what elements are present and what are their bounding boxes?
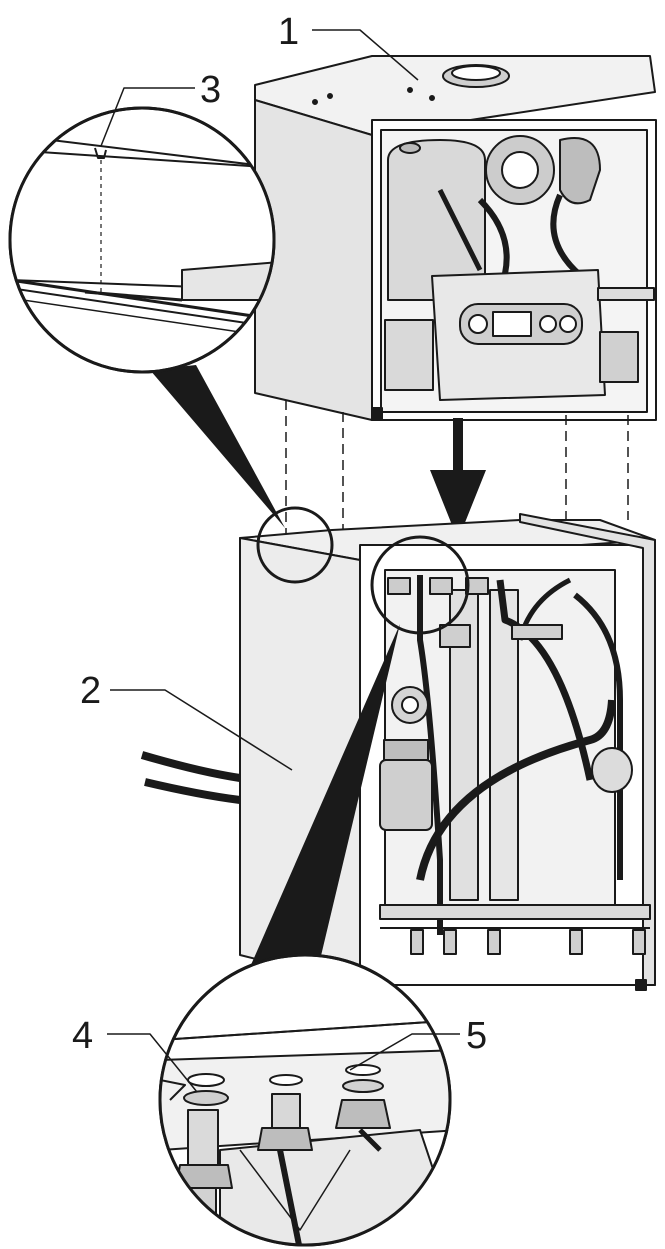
- callout-1: 1: [278, 11, 299, 53]
- detail-marker-4-5: [370, 535, 470, 635]
- detail-view-3: [8, 106, 285, 528]
- upper-boiler-module: [254, 55, 657, 421]
- detail-marker-3: [256, 506, 334, 584]
- lower-base-module: [239, 513, 656, 991]
- callout-5: 5: [466, 1015, 487, 1057]
- alignment-lines: [285, 400, 629, 560]
- assembly-direction-arrow: [430, 418, 486, 540]
- callout-3: 3: [200, 69, 221, 111]
- callout-2: 2: [80, 670, 101, 712]
- wall-pipes: [140, 751, 241, 804]
- callout-4: 4: [72, 1015, 93, 1057]
- leader-lines: [100, 29, 460, 1093]
